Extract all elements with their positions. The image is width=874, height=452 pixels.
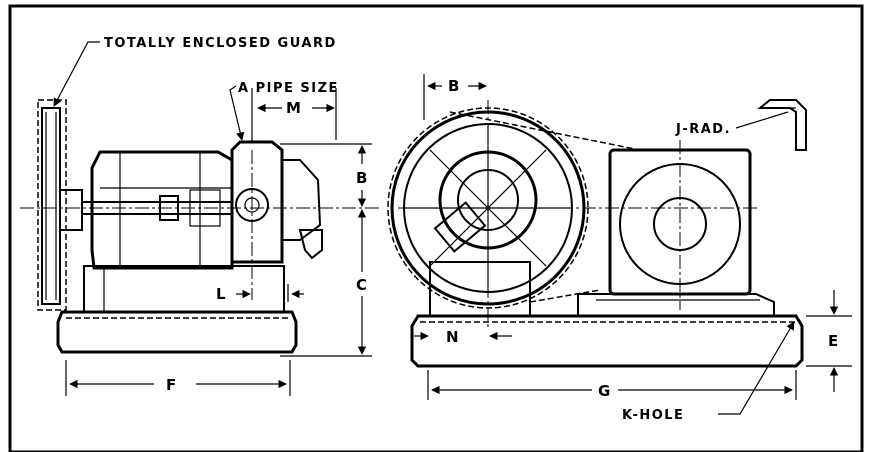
dim-e-label: E	[828, 332, 839, 350]
dim-c-label: C	[356, 276, 368, 294]
guard-outline	[37, 99, 67, 311]
dim-g-label: G	[598, 382, 611, 400]
drawing-frame	[8, 4, 864, 452]
dim-n-label: N	[446, 328, 460, 346]
dim-m-label: M	[286, 99, 302, 117]
side-pedestal	[83, 265, 285, 313]
dim-b-right-label: B	[448, 77, 460, 95]
pulley-hub	[59, 189, 83, 231]
pipe-size-label: A PIPE SIZE	[238, 81, 339, 96]
side-pump-housing	[230, 140, 284, 264]
side-view	[20, 99, 380, 354]
guard-label: TOTALLY ENCLOSED GUARD	[104, 36, 337, 51]
dim-b-left-label: B	[356, 169, 368, 187]
dimension-lines	[53, 41, 852, 415]
side-motor	[90, 150, 234, 270]
relief-valve	[298, 229, 323, 260]
k-hole-label: K-HOLE	[622, 408, 684, 423]
side-base	[56, 310, 298, 354]
j-rad-label: J-RAD.	[675, 122, 731, 137]
end-base	[410, 314, 804, 368]
end-motor-base	[577, 293, 775, 317]
dim-f-label: F	[166, 376, 177, 394]
pulley-wheel	[41, 107, 61, 305]
dim-l-label: L	[216, 285, 227, 303]
end-view	[387, 100, 804, 368]
j-rad-detail	[735, 99, 807, 151]
